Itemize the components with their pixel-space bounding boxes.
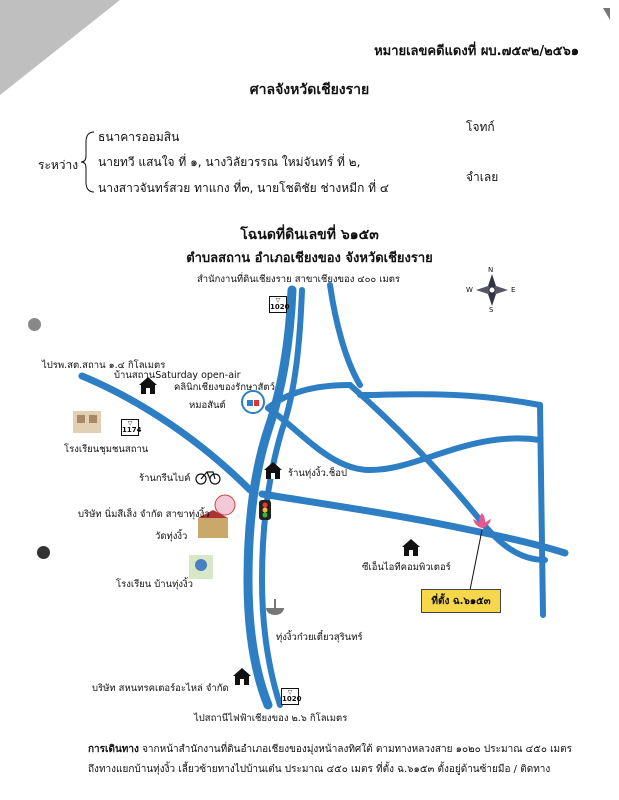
- defendant-line-2: นางสาวจันทร์สวย ทาแกง ที่๓, นายโชติชัย ช…: [98, 181, 389, 195]
- directions-text: จากหน้าสำนักงานที่ดินอำเภอเชียงของมุ่งหน…: [88, 744, 572, 775]
- house-icon-computer: [402, 539, 420, 556]
- label-company-nim: บริษัท นิ่มสีเส็ง จำกัด สาขาทุ่งงิ้ว: [78, 509, 210, 520]
- label-market: บ้านสถานSaturday open-air: [114, 370, 241, 381]
- label-green-bike: ร้านกรีนไบค์: [139, 473, 191, 484]
- traffic-light-icon: [259, 500, 271, 520]
- road-east-2: [347, 382, 548, 563]
- compass-w: W: [466, 286, 473, 294]
- defendant-line-1: นายทวี แสนใจ ที่ ๑, นางวิลัยวรรณ ใหม่จัน…: [98, 155, 361, 169]
- label-clinic-1: คลินิกเชียงของรักษาสัตว์: [174, 382, 275, 393]
- court-name: ศาลจังหวัดเชียงราย: [249, 82, 370, 98]
- destination-pin-icon: [473, 513, 491, 528]
- bicycle-icon: [195, 471, 221, 485]
- road-to-destination: [258, 490, 569, 557]
- school-thung-icon: [189, 555, 213, 579]
- company-logo-icon: [214, 494, 236, 516]
- punch-hole-bottom: [37, 546, 50, 559]
- label-computer: ซีเอ็นไอทีคอมพิวเตอร์: [362, 562, 451, 573]
- compass-e: E: [511, 286, 516, 294]
- road-branch-up: [265, 382, 353, 411]
- between-label: ระหว่าง: [38, 158, 79, 172]
- house-icon-thung-shop: [264, 462, 282, 479]
- road-shield-top-icon: ▽1020: [269, 296, 290, 313]
- label-noodle: ทุ่งงิ้วก๋วยเตี๋ยวสุรินทร์: [276, 632, 363, 643]
- road-east-3: [537, 402, 546, 618]
- road-diagonal-west: [78, 372, 254, 494]
- school-chumchon-icon: [73, 411, 101, 433]
- label-electric: ไปสถานีไฟฟ้าเชียงของ ๒.๖ กิโลเมตร: [194, 713, 348, 724]
- label-clinic-2: หมอสันต์: [189, 400, 226, 411]
- road-shield-bottom-icon: ▽1020: [281, 688, 302, 705]
- plaintiff-role: โจทก์: [466, 120, 495, 134]
- label-thung-shop: ร้านทุ่งงิ้ว.ช็อป: [288, 468, 348, 479]
- label-company-sahas: บริษัท สหนทรคเตอร์อะไหล่ จำกัด: [92, 683, 229, 694]
- label-wat: วัดทุ่งงิ้ว: [155, 531, 188, 542]
- label-hospital: ไปรพ.สต.สถาน ๑.๔ กิโลเมตร: [42, 360, 166, 371]
- noodle-bowl-icon: [266, 599, 284, 615]
- house-icon-market: [139, 377, 157, 394]
- deed-title: โฉนดที่ดินเลขที่ ๖๑๕๓: [240, 227, 379, 243]
- road-loop: [265, 405, 543, 473]
- label-land-office: สำนักงานที่ดินเชียงราย สาขาเชียงของ ๔๐๐ …: [197, 274, 401, 285]
- destination-box: ที่ตั้ง ฉ.๖๑๕๓: [421, 589, 501, 613]
- location-title: ตำบลสถาน อำเภอเชียงของ จังหวัดเชียงราย: [186, 251, 433, 266]
- label-school-thung: โรงเรียน บ้านทุ่งงิ้ว: [116, 579, 194, 590]
- road-shield-side-icon: ▽1174: [121, 419, 142, 436]
- vet-clinic-icon: [241, 390, 265, 414]
- compass-s: S: [489, 306, 494, 314]
- defendant-role: จำเลย: [466, 170, 499, 184]
- plaintiff-name: ธนาคารออมสิน: [98, 130, 180, 144]
- directions-paragraph: การเดินทาง จากหน้าสำนักงานที่ดินอำเภอเชี…: [88, 740, 583, 780]
- temple-icon: [198, 510, 228, 538]
- punch-hole-top: [28, 318, 41, 331]
- road-1020: [243, 285, 297, 710]
- house-icon-sahas: [233, 668, 251, 685]
- directions-label: การเดินทาง: [88, 744, 139, 755]
- compass-n: N: [488, 266, 494, 274]
- party-brace: [80, 131, 95, 193]
- road-east-1: [357, 391, 543, 408]
- road-north-east: [327, 282, 363, 388]
- compass-rose: [476, 274, 508, 306]
- label-school-chumchon: โรงเรียนชุมชนสถาน: [64, 444, 149, 455]
- case-number: หมายเลขคดีแดงที่ ผบ.๗๕๙๒/๒๕๖๑: [374, 44, 579, 59]
